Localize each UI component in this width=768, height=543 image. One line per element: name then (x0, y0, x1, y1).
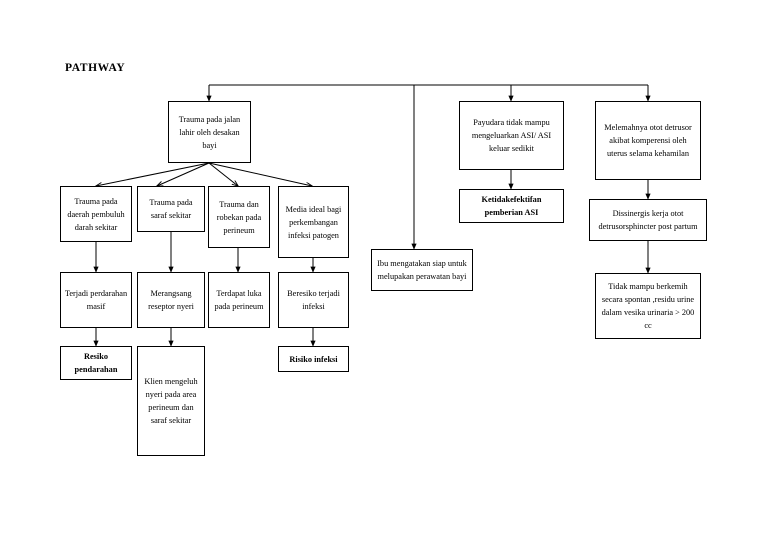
node-ketidakefektifan-asi[interactable]: Ketidakefektifan pemberian ASI (459, 189, 564, 223)
node-label: Merangsang reseptor nyeri (148, 289, 194, 311)
node-trauma-saraf[interactable]: Trauma pada saraf sekitar (137, 186, 205, 232)
page-title: PATHWAY (65, 62, 126, 74)
node-label: Ibu mengatakan siap untuk melupakan pera… (377, 259, 467, 281)
node-klien-mengeluh[interactable]: Klien mengeluh nyeri pada area perineum … (137, 346, 205, 456)
node-terjadi-perdarahan[interactable]: Terjadi perdarahan masif (60, 272, 132, 328)
node-trauma-pembuluh-darah[interactable]: Trauma pada daerah pembuluh darah sekita… (60, 186, 132, 242)
node-tidak-mampu-berkemih[interactable]: Tidak mampu berkemih secara spontan ,res… (595, 273, 701, 339)
node-label: Klien mengeluh nyeri pada area perineum … (144, 377, 198, 425)
node-beresiko-infeksi[interactable]: Beresiko terjadi infeksi (278, 272, 349, 328)
node-label: Tidak mampu berkemih secara spontan ,res… (601, 282, 695, 330)
node-label: Dissinergis kerja otot detrusorsphincter… (598, 209, 698, 231)
node-label: Terdapat luka pada perineum (214, 289, 264, 311)
node-ibu-mengatakan[interactable]: Ibu mengatakan siap untuk melupakan pera… (371, 249, 473, 291)
node-label: Trauma dan robekan pada perineum (216, 199, 262, 235)
node-label: Trauma pada daerah pembuluh darah sekita… (67, 196, 125, 232)
node-label: Beresiko terjadi infeksi (287, 289, 340, 311)
node-dissinergis[interactable]: Dissinergis kerja otot detrusorsphincter… (589, 199, 707, 241)
node-label: Resiko pendarahan (74, 352, 118, 374)
node-label: Risiko infeksi (289, 354, 338, 364)
node-label: Media ideal bagi perkembangan infeksi pa… (285, 204, 342, 240)
node-label: Melemahnya otot detrusor akibat komperen… (604, 123, 692, 158)
node-payudara-tidak-mampu[interactable]: Payudara tidak mampu mengeluarkan ASI/ A… (459, 101, 564, 170)
node-risiko-infeksi[interactable]: Risiko infeksi (278, 346, 349, 372)
node-label: Terjadi perdarahan masif (64, 289, 128, 311)
node-label: Payudara tidak mampu mengeluarkan ASI/ A… (471, 118, 552, 153)
node-trauma-robekan[interactable]: Trauma dan robekan pada perineum (208, 186, 270, 248)
node-label: Trauma pada saraf sekitar (149, 198, 193, 220)
node-media-ideal[interactable]: Media ideal bagi perkembangan infeksi pa… (278, 186, 349, 258)
node-resiko-pendarahan[interactable]: Resiko pendarahan (60, 346, 132, 380)
node-merangsang-reseptor[interactable]: Merangsang reseptor nyeri (137, 272, 205, 328)
node-terdapat-luka[interactable]: Terdapat luka pada perineum (208, 272, 270, 328)
node-trauma-jalan-lahir[interactable]: Trauma pada jalan lahir oleh desakan bay… (168, 101, 251, 163)
node-label: Trauma pada jalan lahir oleh desakan bay… (178, 114, 241, 150)
node-label: Ketidakefektifan pemberian ASI (481, 195, 542, 217)
node-melemahnya-otot[interactable]: Melemahnya otot detrusor akibat komperen… (595, 101, 701, 180)
